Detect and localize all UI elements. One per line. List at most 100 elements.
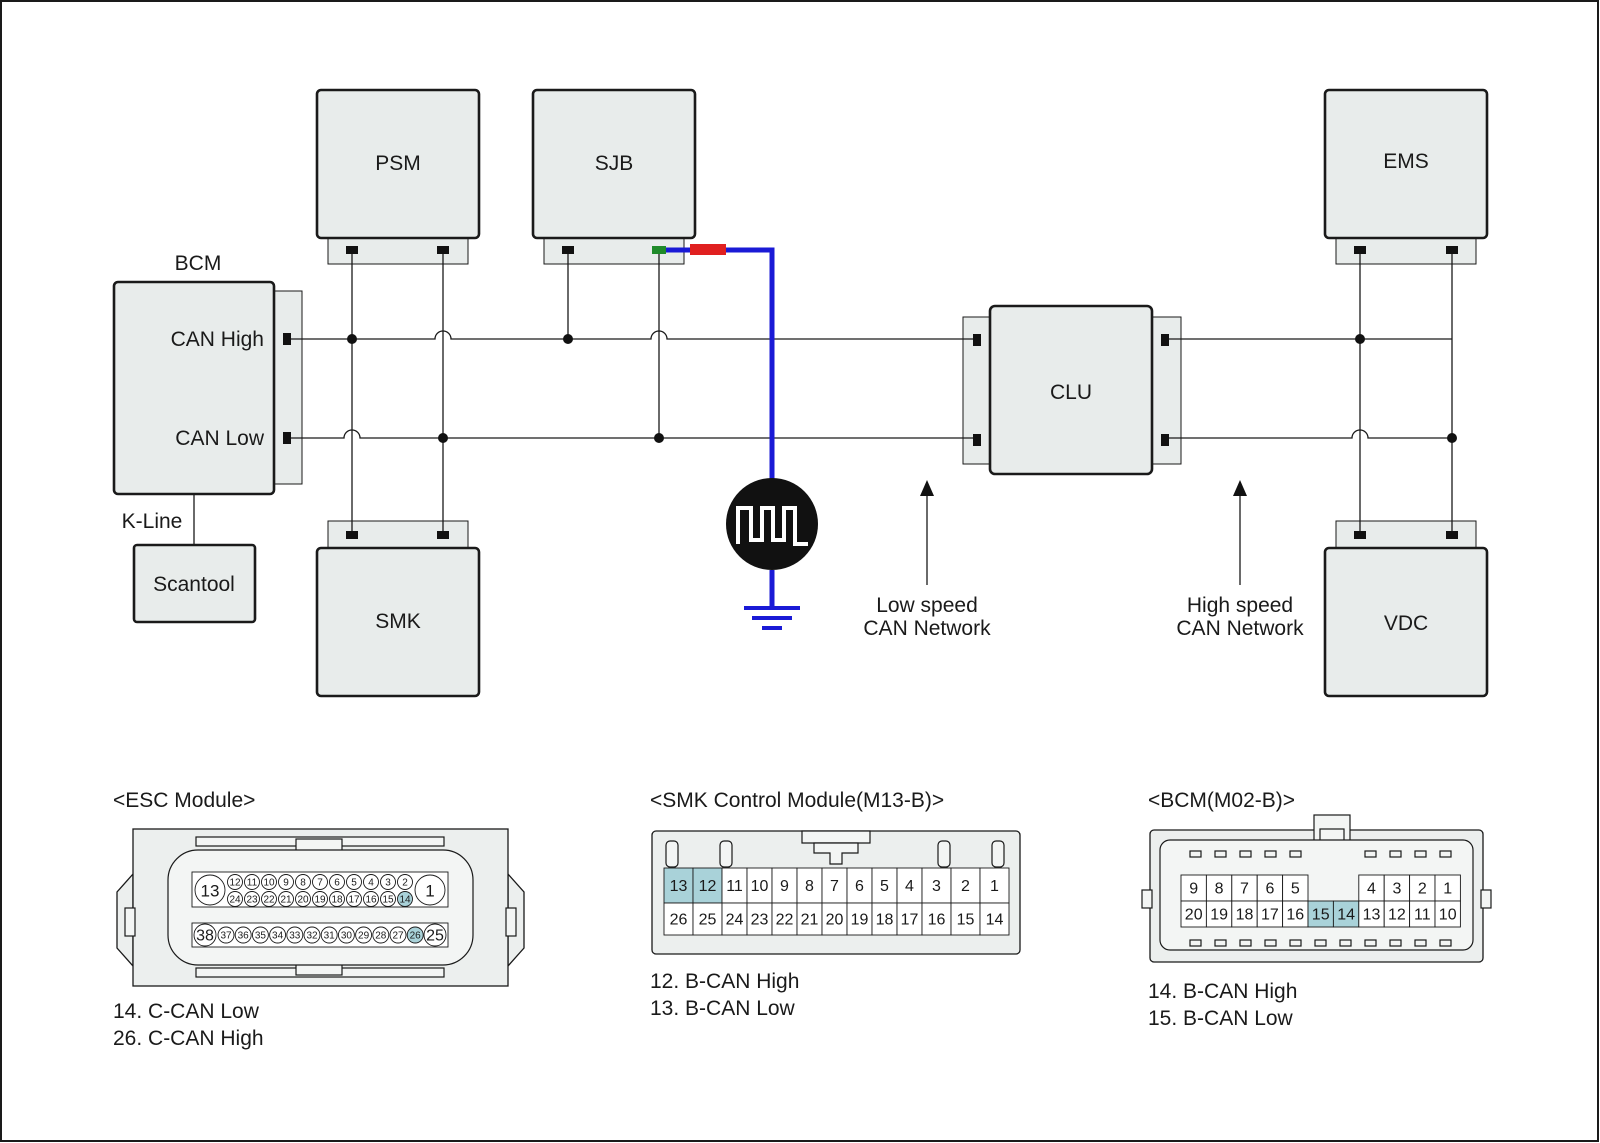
esc-pin-label: 22 — [263, 895, 275, 906]
bcm-pin-label: 16 — [1286, 907, 1304, 924]
psm-label: PSM — [375, 152, 421, 175]
bcm-slot-bottom — [1389, 939, 1402, 947]
smk-pin-25 — [692, 902, 723, 936]
smk-pin-label: 18 — [876, 912, 894, 929]
bcm-slot-bottom — [1189, 939, 1202, 947]
bcm-slot-top — [1364, 850, 1377, 858]
esc-pin-label: 1 — [425, 882, 434, 901]
bcm-slot-top — [1414, 850, 1427, 858]
esc-pin-label: 27 — [392, 931, 404, 942]
esc-pin-label: 13 — [201, 882, 220, 901]
smk-pin-9 — [771, 867, 798, 904]
bcm-pin-label: 6 — [1265, 881, 1274, 898]
smk-pin-label: 1 — [990, 878, 999, 895]
esc-pin-label: 24 — [229, 895, 241, 906]
bcm-pin-label: 19 — [1210, 907, 1228, 924]
esc-pin-3 — [380, 874, 396, 890]
esc-pin-6 — [329, 874, 345, 890]
bcm-pin-label: 14 — [1337, 907, 1355, 924]
bcm-slot-bottom — [1264, 939, 1277, 947]
esc-pin-25 — [423, 923, 447, 947]
low-speed-line2: CAN Network — [863, 617, 991, 640]
bcm-pin-8 — [1205, 874, 1233, 902]
bcm-pin-label: 1 — [1443, 881, 1452, 898]
esc-pin-19 — [312, 891, 328, 907]
bcm-pin-17 — [1256, 900, 1284, 928]
bcm-pin-label: 20 — [1185, 907, 1203, 924]
ems-module: EMS — [1323, 88, 1489, 265]
smk-title: <SMK Control Module(M13-B)> — [650, 789, 944, 812]
esc-pin-label: 4 — [368, 878, 374, 889]
esc-pin-label: 15 — [382, 895, 394, 906]
esc-pin-7 — [312, 874, 328, 890]
smk-pin-label: 8 — [805, 878, 814, 895]
esc-pin-34 — [269, 926, 287, 944]
bcm-pin-label: 17 — [1261, 907, 1279, 924]
smk-pin-label: 13 — [670, 878, 688, 895]
bcm-slot-bottom — [1289, 939, 1302, 947]
smk-pin-label: 10 — [751, 878, 769, 895]
bcm-pin-3 — [1383, 874, 1411, 902]
smk-pin-label: 24 — [726, 912, 744, 929]
bcm-pin-label: 15 — [1312, 907, 1330, 924]
esc-pin-20 — [295, 891, 311, 907]
esc-pin-11 — [244, 874, 260, 890]
esc-pin-15 — [380, 891, 396, 907]
smk-pin-18 — [871, 902, 898, 936]
smk-pin-label: 22 — [776, 912, 794, 929]
esc-pin-label: 6 — [334, 878, 340, 889]
smk-pin-23 — [746, 902, 773, 936]
bcm-slot-bottom — [1339, 939, 1352, 947]
esc-note-1: 14. C-CAN Low — [113, 1000, 260, 1023]
bcm-pin-label: 12 — [1388, 907, 1406, 924]
bcm-pin-label: 4 — [1367, 881, 1376, 898]
bcm-conn-title: <BCM(M02-B)> — [1148, 789, 1295, 812]
bcm-pin-label: 2 — [1418, 881, 1427, 898]
smk-pin-label: 6 — [855, 878, 864, 895]
smk-pin-14 — [979, 902, 1010, 936]
esc-pin-28 — [372, 926, 390, 944]
bcm-slot-top — [1389, 850, 1402, 858]
bcm-slot-bottom — [1214, 939, 1227, 947]
smk-pin-label: 2 — [961, 878, 970, 895]
smk-pin-label: 26 — [670, 912, 688, 929]
esc-pin-label: 34 — [272, 931, 284, 942]
smk-pin-label: 21 — [801, 912, 819, 929]
probe-green-clip — [652, 246, 666, 254]
esc-pin-label: 28 — [375, 931, 387, 942]
ems-label: EMS — [1383, 150, 1429, 173]
smk-pin-13 — [663, 867, 694, 904]
esc-pin-label: 29 — [358, 931, 370, 942]
esc-pin-8 — [295, 874, 311, 890]
smk-pin-label: 19 — [851, 912, 869, 929]
bcm-pin-label: 10 — [1439, 907, 1457, 924]
esc-pin-label: 19 — [314, 895, 326, 906]
esc-pin-label: 8 — [300, 878, 306, 889]
esc-pin-29 — [355, 926, 373, 944]
smk-module: SMK — [315, 520, 481, 698]
bcm-pin-9 — [1180, 874, 1207, 902]
smk-pin-label: 14 — [986, 912, 1004, 929]
bcm-pin-5 — [1282, 874, 1309, 902]
smk-pin-label: 3 — [932, 878, 941, 895]
esc-pin-label: 37 — [220, 931, 232, 942]
bcm-pin-label: 9 — [1189, 881, 1198, 898]
bcm-pin-4 — [1358, 874, 1385, 902]
bcm-slot-top — [1439, 850, 1452, 858]
smk-pin-label: 9 — [780, 878, 789, 895]
esc-pin-9 — [278, 874, 294, 890]
bcm-can-low-label: CAN Low — [175, 427, 265, 450]
bcm-note-2: 15. B-CAN Low — [1148, 1007, 1294, 1030]
esc-pin-16 — [363, 891, 379, 907]
high-speed-annotation: High speed CAN Network — [1176, 480, 1304, 640]
esc-pin-label: 12 — [229, 878, 241, 889]
esc-pin-label: 26 — [410, 931, 422, 942]
smk-pin-label: 17 — [901, 912, 919, 929]
smk-pin-label: 25 — [699, 912, 717, 929]
esc-pin-18 — [329, 891, 345, 907]
smk-pin-26 — [663, 902, 694, 936]
smk-pin-label: 4 — [905, 878, 914, 895]
